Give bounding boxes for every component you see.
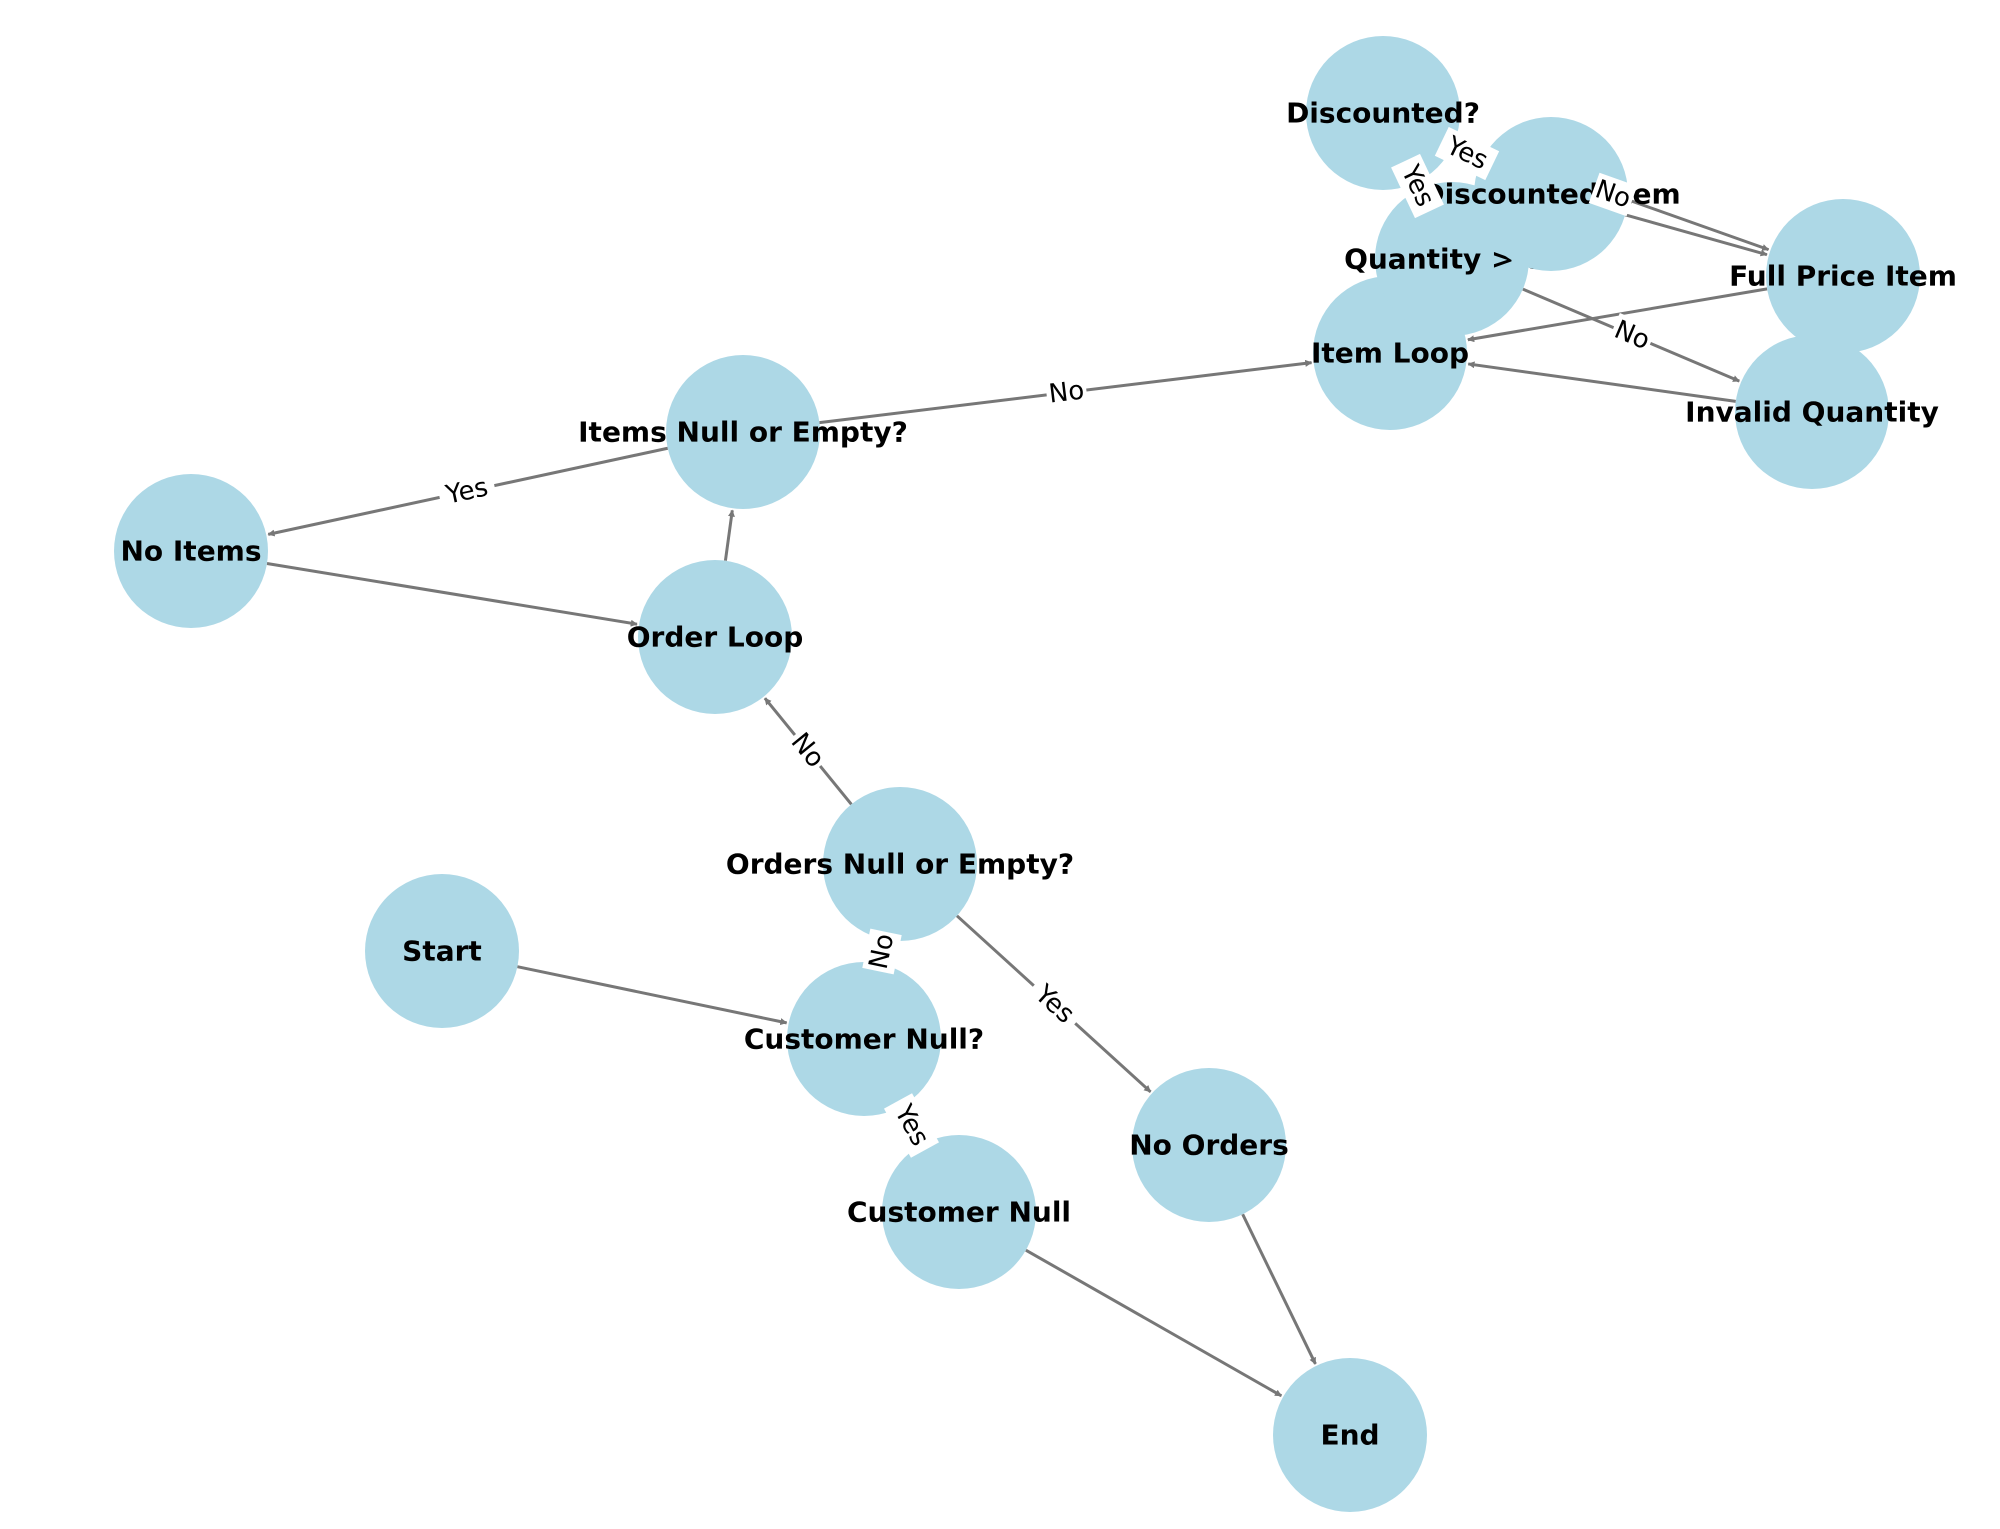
node-start: Start: [365, 874, 519, 1028]
node-label: Start: [402, 935, 482, 968]
node-customer-null: Customer Null: [847, 1135, 1071, 1289]
node-label: Order Loop: [627, 621, 804, 654]
edge-full-price-item-to-item-loop: [1467, 287, 1768, 343]
node-invalid-quantity: Invalid Quantity: [1685, 335, 1939, 489]
edge-label-background: [883, 1093, 940, 1158]
edge-invalid-quantity-to-item-loop: [1467, 361, 1736, 403]
node-circle: [823, 787, 977, 941]
edge-label: No: [1047, 375, 1086, 409]
edge-label-group: No: [782, 724, 833, 777]
node-circle: [666, 355, 820, 509]
node-label: Discounted?: [1286, 97, 1480, 130]
edge-label: No: [785, 727, 831, 773]
node-label: Orders Null or Empty?: [726, 848, 1074, 881]
edge-label-background: [1588, 172, 1638, 217]
node-label: Customer Null: [847, 1196, 1071, 1229]
edge-label-group: Yes: [436, 469, 498, 514]
edge-start-to-customer-null-q: [517, 965, 788, 1026]
edge-order-loop-to-items-null-q: [723, 509, 735, 561]
node-order-loop: Order Loop: [627, 560, 804, 714]
node-end: End: [1273, 1358, 1427, 1512]
node-full-price-item: Full Price Item: [1729, 199, 1957, 353]
edge-no-items-to-order-loop: [266, 561, 638, 627]
edge-label-background: [1044, 374, 1089, 411]
node-discounted-q: Discounted?: [1286, 36, 1480, 190]
edge-label-background: [1434, 126, 1500, 181]
node-label: Discounted Item: [1421, 178, 1680, 211]
node-circle: [1306, 36, 1460, 190]
node-label: No Orders: [1129, 1129, 1289, 1162]
node-label: Customer Null?: [744, 1023, 984, 1056]
edge-label: No: [864, 931, 901, 972]
edge-label-background: [1391, 153, 1444, 219]
node-no-orders: No Orders: [1129, 1068, 1289, 1222]
node-orders-null-q: Orders Null or Empty?: [726, 787, 1074, 941]
node-circle: [1474, 117, 1628, 271]
node-circle: [638, 560, 792, 714]
edge-label-group: No: [862, 928, 902, 975]
node-circle: [1273, 1358, 1427, 1512]
edge-label: Yes: [442, 472, 490, 510]
node-label: Full Price Item: [1729, 260, 1957, 293]
node-items-null-q: Items Null or Empty?: [578, 355, 908, 509]
edge-label-group: No: [1044, 374, 1089, 411]
node-circle: [1132, 1068, 1286, 1222]
node-circle: [114, 474, 268, 628]
edge-no-orders-to-end: [1241, 1213, 1317, 1365]
node-label: End: [1320, 1419, 1379, 1452]
node-circle: [365, 874, 519, 1028]
node-no-items: No Items: [114, 474, 268, 628]
edge-discounted-item-to-full-price-item: [1624, 213, 1768, 257]
node-circle: [1766, 199, 1920, 353]
edge-label-background: [1607, 312, 1657, 359]
node-label: Item Loop: [1311, 337, 1469, 370]
node-circle: [882, 1135, 1036, 1289]
edge-customer-null-to-end: [1025, 1248, 1283, 1398]
node-label: No Items: [120, 535, 261, 568]
node-label: Items Null or Empty?: [578, 416, 908, 449]
node-circle: [787, 962, 941, 1116]
node-customer-null-q: Customer Null?: [744, 962, 984, 1116]
edge-label-background: [436, 469, 498, 514]
edge-label-background: [782, 724, 833, 777]
edge-label-background: [862, 928, 902, 975]
node-label: Invalid Quantity: [1685, 396, 1939, 429]
node-circle: [1735, 335, 1889, 489]
edge-label-background: [1023, 973, 1086, 1036]
node-discounted-item: Discounted Item: [1421, 117, 1681, 271]
edge-label-group: No: [1607, 312, 1657, 359]
